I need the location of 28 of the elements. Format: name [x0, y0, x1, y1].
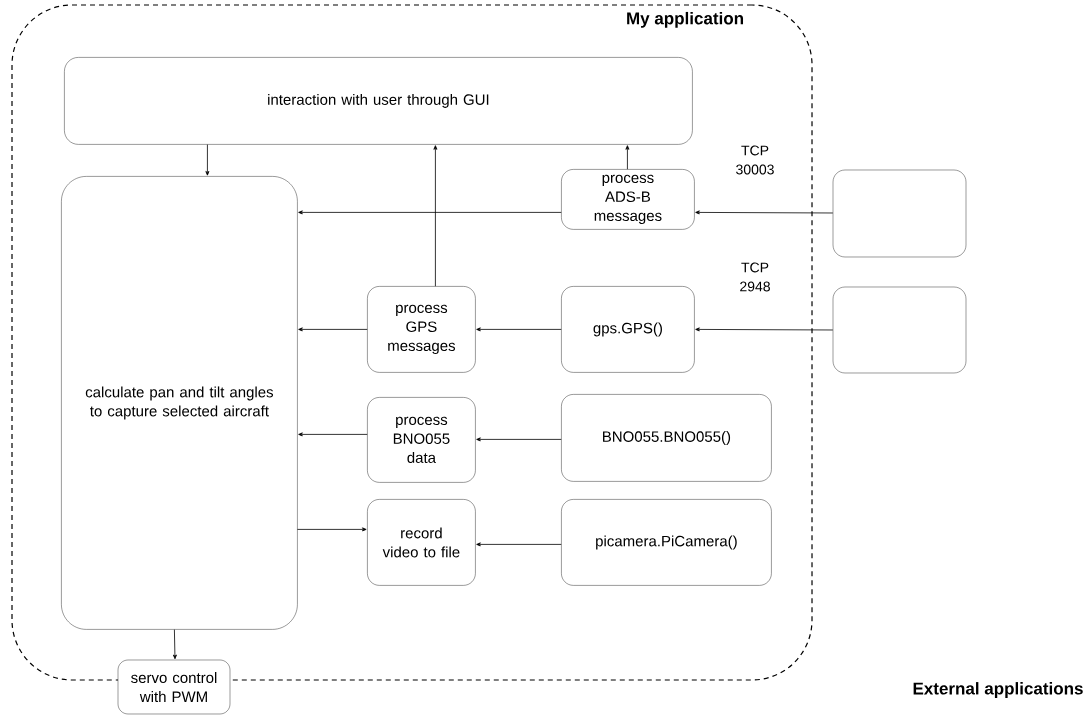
process-box: calculate pan and tilt angles to capture selected aircraft: [61, 176, 298, 630]
process-box: interaction with user through GUI: [64, 57, 693, 145]
arrow: [298, 432, 368, 437]
arrow: [298, 327, 368, 332]
process-box: process GPS messages: [367, 286, 476, 373]
region-label: External applications: [913, 682, 1083, 698]
arrow: [205, 144, 210, 176]
process-box: process BNO055 data: [367, 397, 476, 483]
process-box: record video to file: [367, 499, 476, 586]
arrow: [476, 327, 562, 332]
arrow: [695, 327, 834, 332]
arrow: [476, 437, 562, 442]
empty-box: [832, 286, 967, 374]
edge-label: TCP 30003: [729, 144, 781, 176]
arrow: [433, 145, 438, 287]
arrow: [625, 145, 630, 170]
edge-label: TCP 2948: [729, 261, 781, 293]
process-box: BNO055.BNO055(): [561, 394, 772, 482]
process-box: picamera.PiCamera(): [561, 499, 772, 586]
arrow: [172, 629, 177, 660]
arrow: [476, 542, 562, 547]
process-box: gps.GPS(): [561, 286, 695, 373]
arrow: [298, 210, 562, 215]
empty-box: [832, 169, 967, 258]
arrow: [297, 527, 367, 532]
arrow: [695, 210, 834, 215]
process-box: servo control with PWM: [117, 659, 231, 715]
process-box: process ADS-B messages: [561, 169, 695, 230]
